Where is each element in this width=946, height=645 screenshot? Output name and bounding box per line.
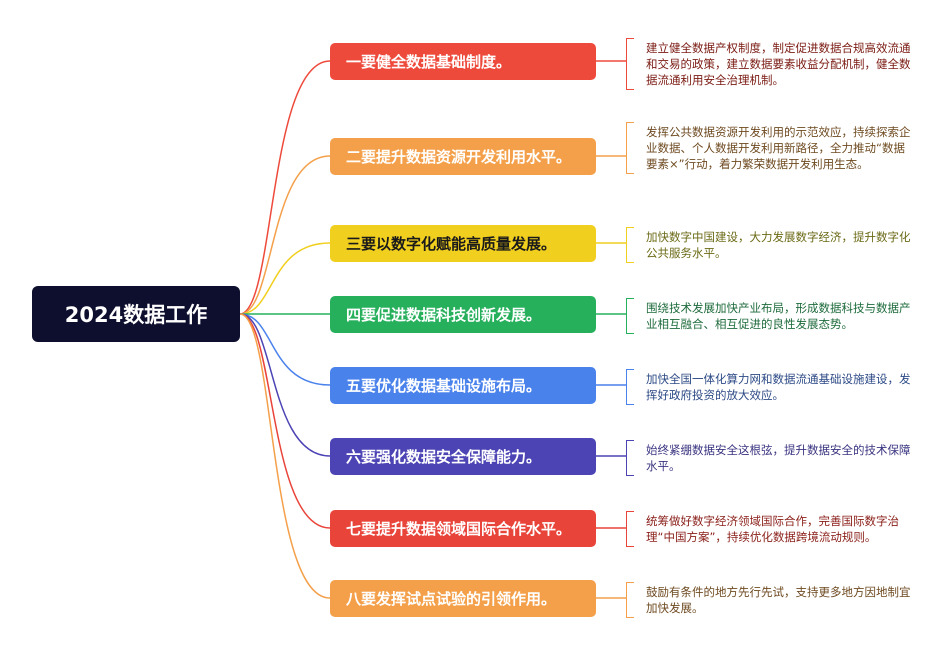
desc-bracket (626, 440, 634, 476)
branch-description-2: 发挥公共数据资源开发利用的示范效应，持续探索企业数据、个人数据开发利用新路径，全… (646, 125, 911, 171)
branch-node-1: 一要健全数据基础制度。 (330, 43, 596, 80)
desc-bracket (626, 38, 634, 90)
connector-line (239, 155, 331, 315)
desc-bracket (626, 122, 634, 174)
desc-bracket (626, 227, 634, 263)
branch-node-2: 二要提升数据资源开发利用水平。 (330, 138, 596, 175)
branch-label: 二要提升数据资源开发利用水平。 (346, 148, 572, 166)
desc-bracket (626, 582, 634, 618)
branch-description-7: 统筹做好数字经济领域国际合作，完善国际数字治理“中国方案”，持续优化数据跨境流动… (646, 514, 899, 544)
connector-line (239, 313, 331, 386)
branch-label: 五要优化数据基础设施布局。 (346, 377, 542, 395)
branch-label: 一要健全数据基础制度。 (346, 53, 512, 71)
branch-description-8: 鼓励有条件的地方先行先试，支持更多地方因地制宜加快发展。 (646, 585, 911, 615)
branch-description-3: 加快数字中国建设，大力发展数字经济，提升数字化公共服务水平。 (646, 230, 911, 260)
connector-line (239, 313, 331, 457)
desc-bracket (626, 298, 634, 334)
branch-description-4: 围绕技术发展加快产业布局，形成数据科技与数据产业相互融合、相互促进的良性发展态势… (646, 301, 911, 331)
connector-line (239, 242, 331, 315)
branch-node-5: 五要优化数据基础设施布局。 (330, 367, 596, 404)
branch-label: 六要强化数据安全保障能力。 (346, 448, 542, 466)
desc-bracket (626, 511, 634, 547)
branch-label: 三要以数字化赋能高质量发展。 (346, 235, 557, 253)
branch-node-8: 八要发挥试点试验的引领作用。 (330, 580, 596, 617)
root-label: 2024数据工作 (64, 303, 208, 327)
branch-description-1: 建立健全数据产权制度，制定促进数据合规高效流通和交易的政策，建立数据要素收益分配… (646, 41, 911, 87)
connector-line (239, 60, 331, 315)
desc-bracket (626, 369, 634, 405)
branch-description-5: 加快全国一体化算力网和数据流通基础设施建设，发挥好政府投资的放大效应。 (646, 372, 911, 402)
branch-node-7: 七要提升数据领域国际合作水平。 (330, 510, 596, 547)
branch-label: 七要提升数据领域国际合作水平。 (346, 520, 572, 538)
branch-label: 八要发挥试点试验的引领作用。 (346, 590, 557, 608)
branch-description-6: 始终紧绷数据安全这根弦，提升数据安全的技术保障水平。 (646, 443, 911, 473)
branch-node-3: 三要以数字化赋能高质量发展。 (330, 225, 596, 262)
connector-line (239, 313, 331, 529)
root-node: 2024数据工作 (32, 286, 240, 342)
branch-node-4: 四要促进数据科技创新发展。 (330, 296, 596, 333)
branch-node-6: 六要强化数据安全保障能力。 (330, 438, 596, 475)
connector-line (239, 313, 331, 599)
branch-label: 四要促进数据科技创新发展。 (346, 306, 542, 324)
